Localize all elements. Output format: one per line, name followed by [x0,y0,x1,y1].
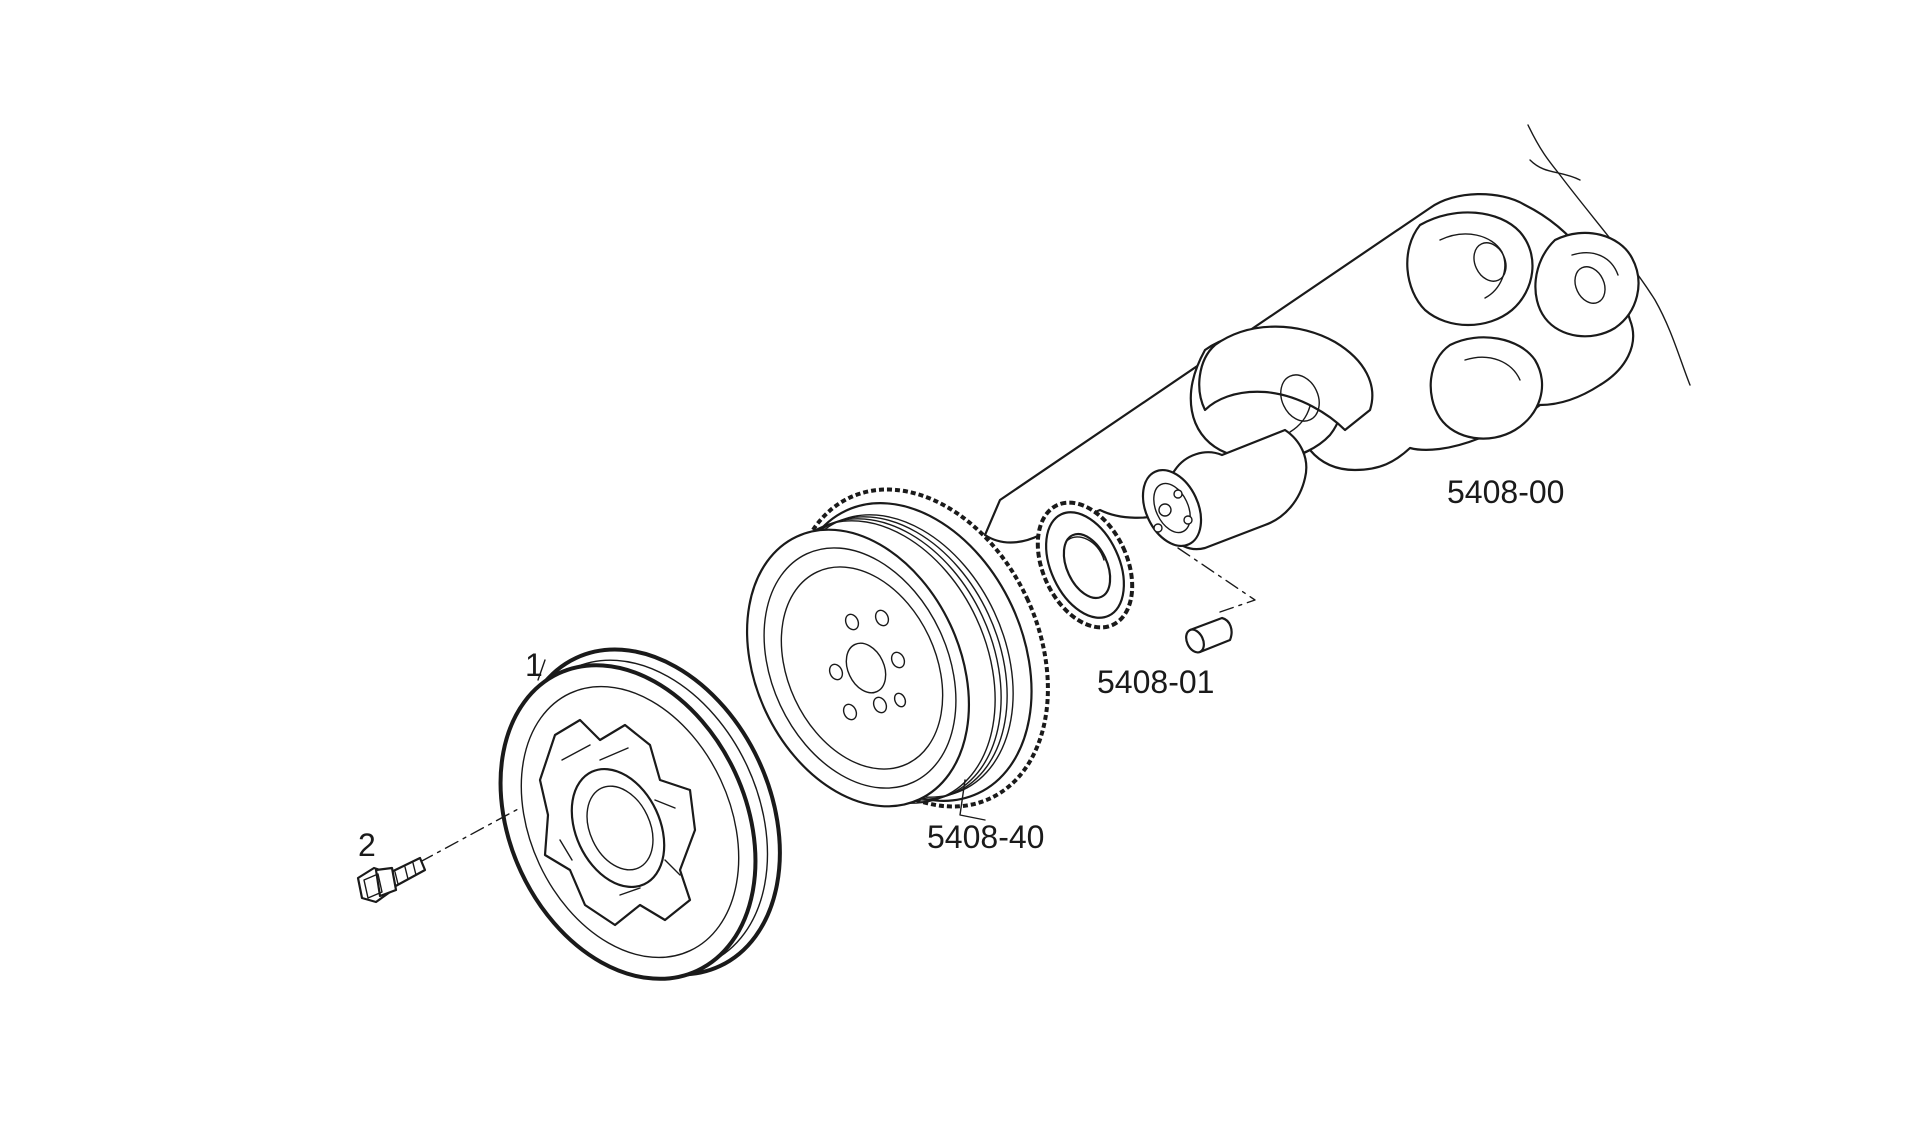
vibration-damper[interactable] [704,448,1097,849]
timing-gear[interactable] [1019,487,1151,642]
crank-pulley[interactable] [452,606,831,1020]
callout-bolt: 2 [358,827,376,863]
callout-pulley: 1 [525,647,543,683]
callout-damper: 5408-40 [927,819,1044,855]
callout-gear-key: 5408-01 [1097,664,1214,700]
callout-crankshaft: 5408-00 [1447,474,1564,510]
crank-key[interactable] [1177,547,1256,655]
crankshaft[interactable] [983,124,1691,555]
pulley-bolt[interactable] [356,807,521,904]
